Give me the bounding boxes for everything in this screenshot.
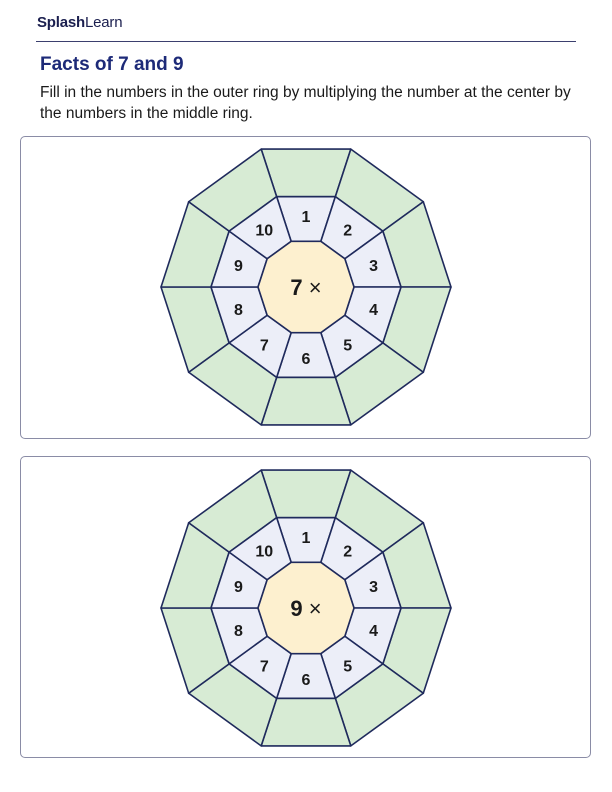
- center-multiplier: 9 ×: [290, 596, 321, 621]
- center-number: 9: [290, 596, 308, 621]
- middle-ring-number: 8: [234, 302, 243, 319]
- middle-ring-number: 5: [343, 337, 352, 354]
- middle-ring-number: 10: [255, 223, 273, 240]
- logo-regular-text: Learn: [84, 14, 123, 31]
- center-number: 7: [290, 275, 308, 300]
- multiply-icon: ×: [309, 596, 322, 621]
- center-cell: [257, 561, 355, 655]
- middle-ring-number: 9: [234, 579, 243, 596]
- middle-ring-number: 5: [343, 658, 352, 675]
- center-multiplier: 7 ×: [290, 275, 321, 300]
- worksheet-title: Facts of 7 and 9: [40, 54, 184, 75]
- middle-ring-number: 3: [369, 579, 378, 596]
- worksheet-instructions: Fill in the numbers in the outer ring by…: [40, 84, 571, 122]
- center-cell: [257, 240, 355, 334]
- multiplication-wheel-2: 1 2 3 4 5 6 7 8 9 10 9 ×: [160, 469, 452, 747]
- middle-ring-number: 1: [302, 209, 311, 226]
- middle-ring-number: 1: [302, 530, 311, 547]
- middle-ring-number: 2: [343, 544, 352, 561]
- multiplication-wheel-1: 1 2 3 4 5 6 7 8 9 10 7 ×: [160, 148, 452, 426]
- multiply-icon: ×: [309, 275, 322, 300]
- middle-ring-number: 4: [369, 623, 378, 640]
- wheel-card-2: 1 2 3 4 5 6 7 8 9 10 9 ×: [20, 456, 591, 758]
- middle-ring-number: 2: [343, 223, 352, 240]
- middle-ring-number: 7: [260, 658, 269, 675]
- middle-ring-number: 7: [260, 337, 269, 354]
- logo-bold-text: Splash: [37, 14, 85, 31]
- splashlearn-logo: SplashLearn: [37, 14, 123, 31]
- middle-ring-number: 4: [369, 302, 378, 319]
- middle-ring-number: 8: [234, 623, 243, 640]
- header-divider: [36, 41, 576, 42]
- middle-ring-number: 6: [302, 672, 311, 689]
- middle-ring-number: 3: [369, 258, 378, 275]
- middle-ring-number: 6: [302, 351, 311, 368]
- middle-ring-number: 9: [234, 258, 243, 275]
- wheel-card-1: 1 2 3 4 5 6 7 8 9 10 7 ×: [20, 136, 591, 439]
- middle-ring-number: 10: [255, 544, 273, 561]
